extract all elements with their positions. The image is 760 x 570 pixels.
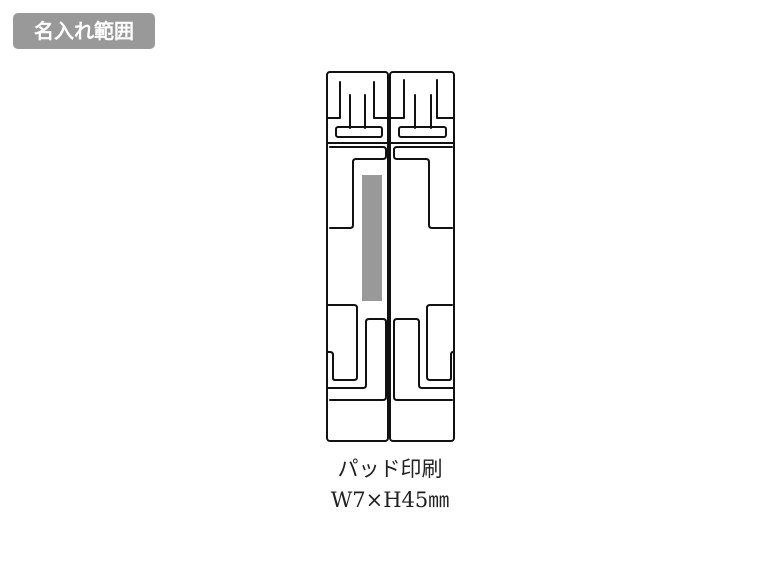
print-area-rect <box>362 175 382 301</box>
left-half-outline <box>326 71 389 442</box>
print-method-label: パッド印刷 <box>337 457 443 481</box>
print-area-badge: 名入れ範囲 <box>13 13 155 49</box>
print-size-label: W7×H45㎜ <box>330 488 450 512</box>
print-area-badge-label: 名入れ範囲 <box>34 19 134 43</box>
right-half-outline <box>389 71 455 442</box>
